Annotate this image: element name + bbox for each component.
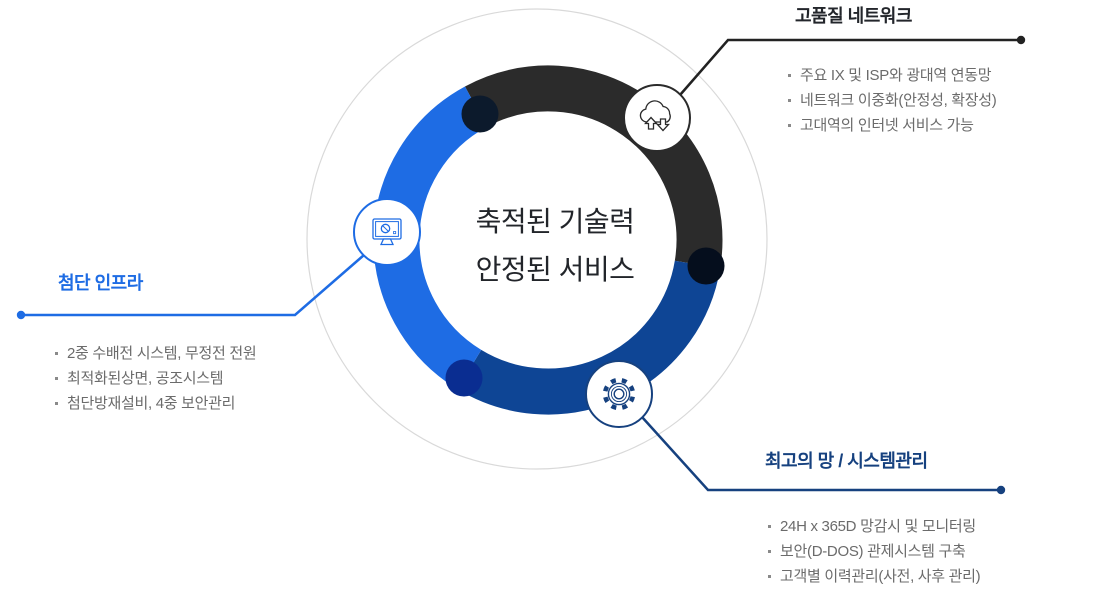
gear-icon [602, 377, 636, 411]
bullet-item: 보안(D-DOS) 관제시스템 구축 [768, 539, 980, 564]
connector-line-management [641, 416, 1000, 492]
bullet-item: 첨단방재설비, 4중 보안관리 [55, 391, 256, 416]
section-title-management: 최고의 망 / 시스템관리 [765, 451, 928, 471]
cloud-transfer-icon [639, 100, 671, 132]
bullet-text: 최적화된상면, 공조시스템 [67, 370, 224, 387]
bullet-item: 네트워크 이중화(안정성, 확장성) [788, 88, 997, 113]
bullet-text: 2중 수배전 시스템, 무정전 전원 [67, 345, 257, 362]
bullet-item: 2중 수배전 시스템, 무정전 전원 [55, 341, 257, 366]
bullet-item: 고대역의 인터넷 서비스 가능 [788, 113, 997, 138]
section-list-infra: 2중 수배전 시스템, 무정전 전원 최적화된상면, 공조시스템 첨단방재설비,… [55, 341, 257, 416]
section-title-infra: 첨단 인프라 [58, 273, 143, 293]
center-headline: 축적된 기술력 안정된 서비스 [405, 198, 705, 294]
section-list-network: 주요 IX 및 ISP와 광대역 연동망 네트워크 이중화(안정성, 확장성) … [788, 63, 997, 138]
connector-line-infra [22, 254, 365, 317]
connector-endpoint-network [1016, 35, 1026, 45]
network-icon-node [623, 84, 691, 152]
outer-guide-circle [306, 8, 768, 470]
bullet-text: 24H x 365D 망감시 및 모니터링 [780, 518, 976, 535]
section-title-network: 고품질 네트워크 [795, 6, 912, 26]
connector-line-network [679, 38, 1020, 96]
bullet-text: 보안(D-DOS) 관제시스템 구축 [780, 543, 966, 560]
connector-endpoint-management [996, 485, 1006, 495]
infra-icon-node [353, 198, 421, 266]
connector-endpoint-infra [16, 310, 26, 320]
bullet-item: 최적화된상면, 공조시스템 [55, 366, 256, 391]
section-list-management: 24H x 365D 망감시 및 모니터링 보안(D-DOS) 관제시스템 구축… [768, 514, 981, 589]
ring-junction-dot-top [461, 95, 499, 133]
bullet-text: 첨단방재설비, 4중 보안관리 [67, 395, 236, 412]
bullet-item: 24H x 365D 망감시 및 모니터링 [768, 514, 980, 539]
bullet-text: 주요 IX 및 ISP와 광대역 연동망 [800, 67, 992, 84]
center-headline-line2: 안정된 서비스 [475, 254, 635, 285]
bullet-item: 고객별 이력관리(사전, 사후 관리) [768, 564, 981, 589]
management-icon-node [585, 360, 653, 428]
center-headline-line1: 축적된 기술력 [475, 206, 635, 237]
bullet-text: 네트워크 이중화(안정성, 확장성) [800, 92, 997, 109]
bullet-text: 고대역의 인터넷 서비스 가능 [800, 117, 974, 134]
ring-junction-dot-right [687, 247, 725, 285]
ring-junction-dot-bottom [445, 359, 483, 397]
bullet-item: 주요 IX 및 ISP와 광대역 연동망 [788, 63, 997, 88]
bullet-text: 고객별 이력관리(사전, 사후 관리) [780, 568, 981, 585]
monitor-icon [372, 218, 402, 246]
